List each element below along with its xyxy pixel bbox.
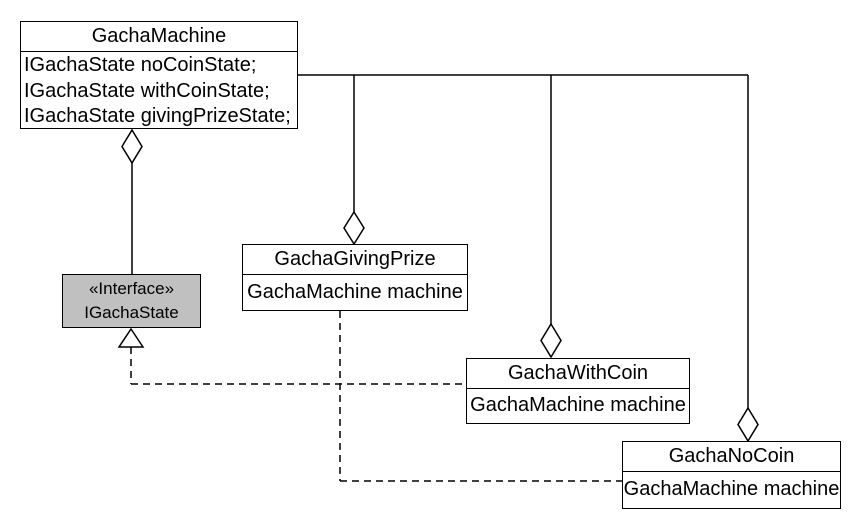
class-field: GachaMachine machine [247, 281, 463, 303]
class-fields: GachaMachine machine [243, 275, 467, 309]
aggregation-diamond-icon [121, 128, 143, 165]
aggregation-diamond-icon [343, 210, 365, 246]
class-title: GachaWithCoin [467, 359, 689, 389]
interface-box-igachastate: «Interface» IGachaState [62, 274, 201, 328]
class-title: GachaGivingPrize [243, 245, 467, 275]
class-box-gachagivingprize: GachaGivingPrize GachaMachine machine [242, 244, 468, 311]
class-fields: IGachaState noCoinState; IGachaState wit… [21, 52, 297, 130]
class-field: GachaMachine machine [470, 394, 686, 416]
interface-name: IGachaState [84, 303, 179, 322]
class-fields: GachaMachine machine [467, 389, 689, 422]
class-field: IGachaState noCoinState; [24, 54, 257, 76]
aggregation-diamond-icon [540, 322, 562, 359]
class-field: IGachaState givingPrizeState; [24, 105, 291, 127]
class-title: GachaNoCoin [623, 442, 840, 472]
class-box-gachamachine: GachaMachine IGachaState noCoinState; IG… [20, 21, 298, 129]
realization-arrowhead-icon [117, 327, 145, 348]
class-field: IGachaState withCoinState; [24, 79, 270, 102]
class-fields: GachaMachine machine [623, 472, 840, 506]
aggregation-diamond-icon [737, 406, 759, 443]
class-title: GachaMachine [21, 22, 297, 52]
class-field: GachaMachine machine [623, 478, 840, 500]
class-box-gachanocoin: GachaNoCoin GachaMachine machine [622, 441, 841, 509]
interface-stereotype: «Interface» [88, 279, 175, 298]
class-box-gachawithcoin: GachaWithCoin GachaMachine machine [466, 358, 690, 424]
